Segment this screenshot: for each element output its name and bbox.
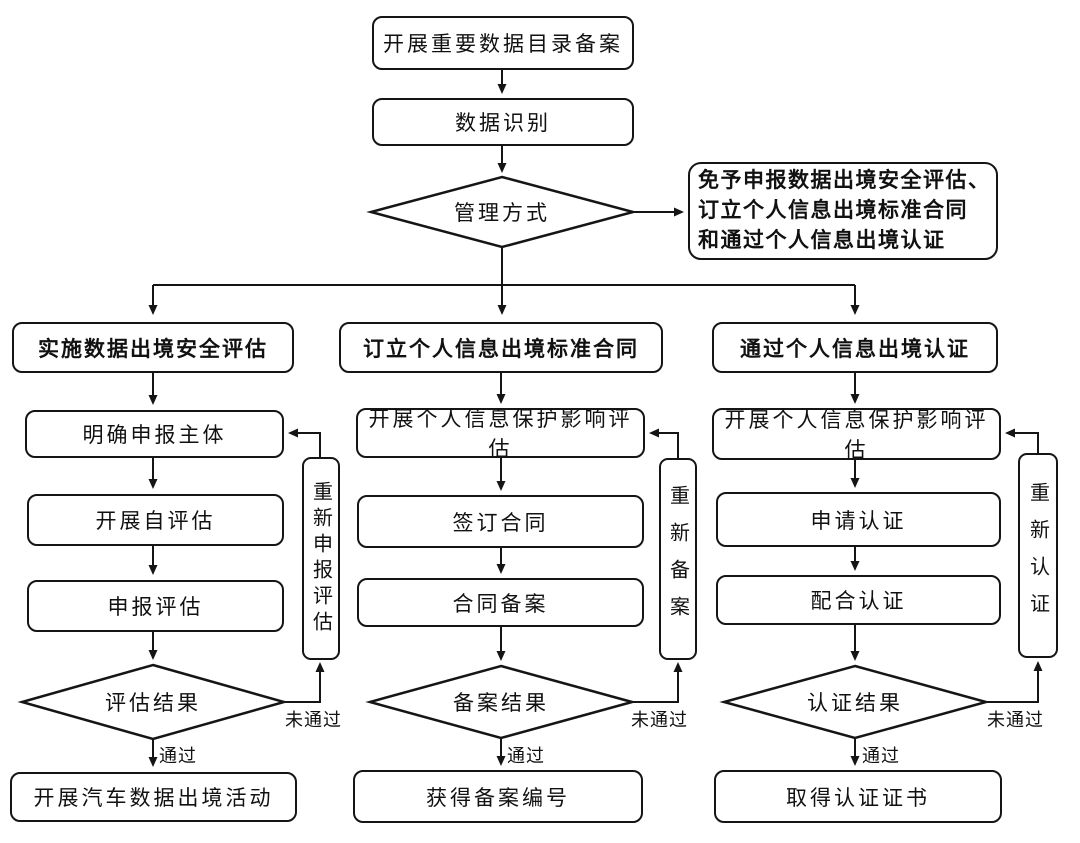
edge-col1-retry	[288, 428, 321, 457]
edge-col3-retry	[1005, 428, 1039, 453]
col3-pass-label: 通过	[862, 746, 900, 766]
node-catalog-filing: 开展重要数据目录备案	[372, 16, 634, 70]
col2-step-3: 合同备案	[357, 578, 644, 627]
col2-decision-label: 备案结果	[453, 691, 549, 715]
col3-decision-diamond	[719, 664, 991, 740]
col1-retry-label: 重新申报评估	[309, 480, 332, 637]
col2-decision-diamond	[365, 664, 637, 740]
exemption-line-2: 订立个人信息出境标准合同	[698, 199, 968, 222]
col1-pass-label: 通过	[159, 746, 197, 766]
col1-result: 开展汽车数据出境活动	[10, 772, 297, 822]
col3-step-2: 申请认证	[716, 492, 1001, 547]
col2-fail-label: 未通过	[631, 710, 688, 730]
col1-step-3: 申报评估	[27, 580, 284, 632]
col2-pass-label: 通过	[507, 746, 545, 766]
col1-header: 实施数据出境安全评估	[12, 322, 294, 373]
col1-step-1: 明确申报主体	[25, 410, 284, 458]
edge-col1-fail	[284, 662, 325, 703]
exemption-line-1: 免予申报数据出境安全评估、	[698, 169, 991, 192]
col2-step-2: 签订合同	[357, 495, 644, 548]
node-exemption: 免予申报数据出境安全评估、 订立个人信息出境标准合同 和通过个人信息出境认证	[688, 162, 998, 260]
col3-fail-label: 未通过	[987, 710, 1044, 730]
exemption-line-3: 和通过个人信息出境认证	[698, 229, 946, 252]
col3-retry-label: 重新认证	[1026, 481, 1049, 630]
node-data-identification: 数据识别	[372, 98, 634, 146]
edge-col3-fail	[986, 661, 1043, 703]
col2-retry: 重新备案	[659, 458, 697, 660]
col3-decision-label: 认证结果	[807, 691, 903, 715]
col1-decision-diamond	[17, 663, 289, 741]
col3-header: 通过个人信息出境认证	[712, 322, 998, 373]
col1-fail-label: 未通过	[285, 710, 342, 730]
col3-retry: 重新认证	[1018, 453, 1058, 658]
col1-retry: 重新申报评估	[302, 457, 340, 660]
decision-management-diamond	[366, 175, 638, 249]
col2-retry-label: 重新备案	[666, 485, 689, 633]
col1-decision-label: 评估结果	[105, 691, 201, 715]
col2-result: 获得备案编号	[353, 770, 643, 823]
col2-header: 订立个人信息出境标准合同	[339, 322, 663, 373]
edge-col2-fail	[632, 662, 683, 703]
col3-step-1: 开展个人信息保护影响评估	[712, 408, 1001, 462]
decision-management-label: 管理方式	[454, 201, 550, 225]
edge-col2-retry	[649, 428, 679, 458]
col3-result: 取得认证证书	[714, 770, 1002, 823]
col3-step-3: 配合认证	[716, 575, 1001, 625]
col1-step-2: 开展自评估	[27, 494, 284, 546]
col2-step-1: 开展个人信息保护影响评估	[356, 407, 645, 461]
